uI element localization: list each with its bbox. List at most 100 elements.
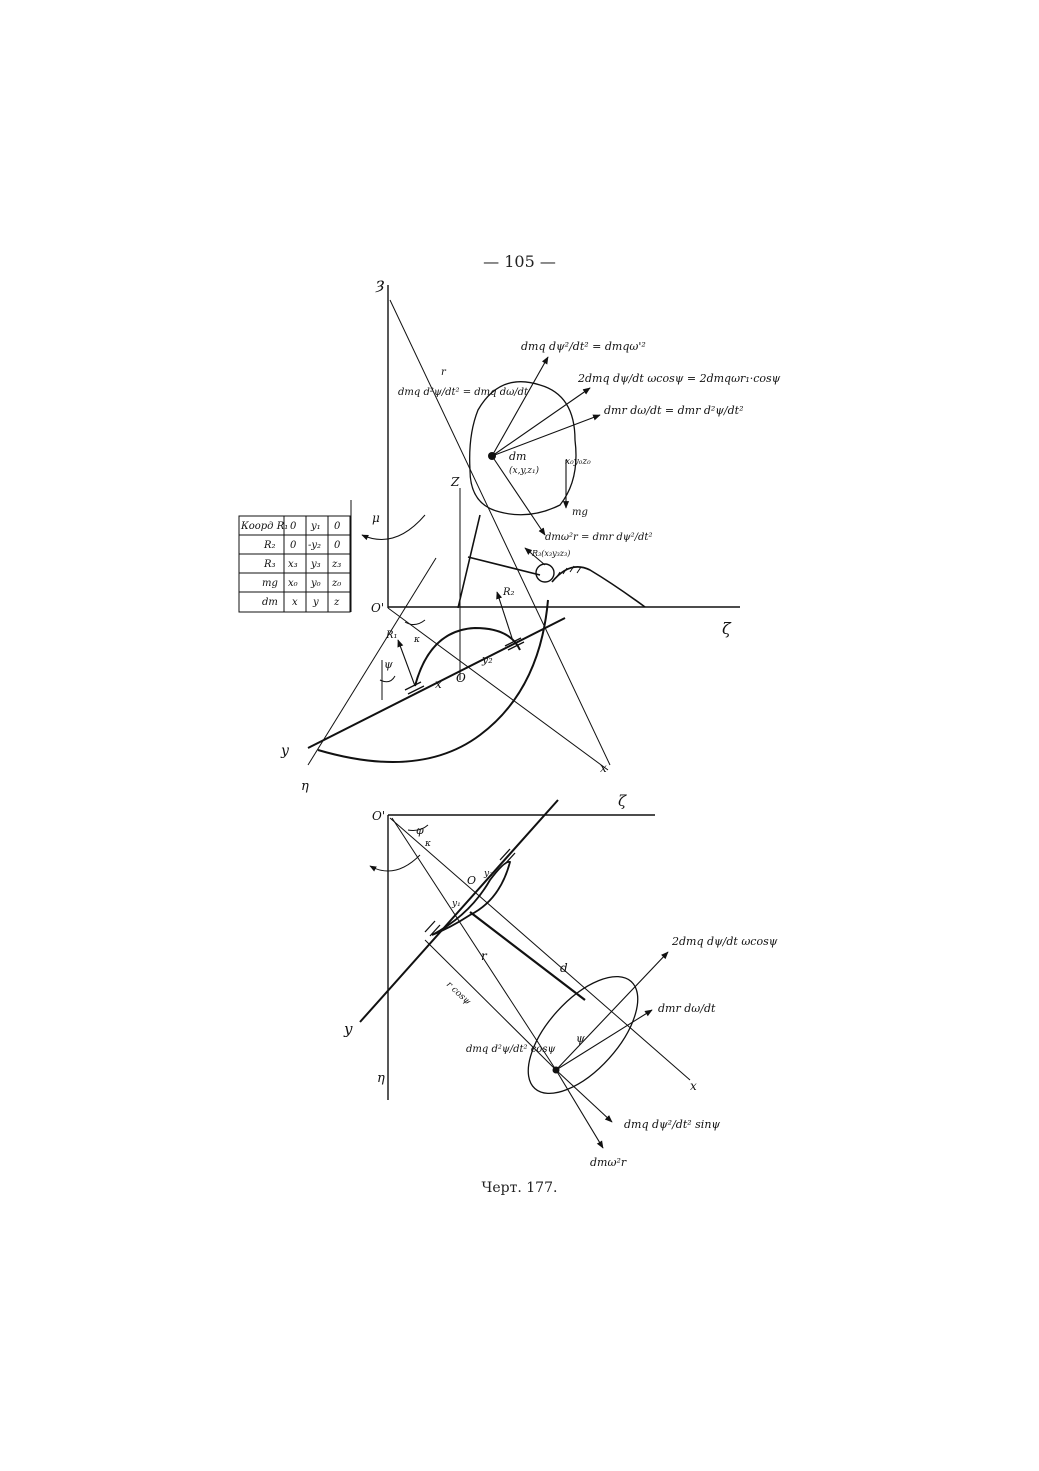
lower-label-axis-y: y	[343, 1020, 353, 1038]
lower-label-force-radial: dmq dψ²/dt² sinψ	[624, 1118, 720, 1131]
label-mass-coords: (x,y,z₁)	[509, 465, 540, 476]
table-cell-3-0: mg	[262, 578, 278, 589]
table-cell-1-0: R₂	[263, 540, 276, 551]
label-r: r	[441, 367, 447, 378]
vector-centrifugal	[491, 455, 546, 536]
arm-link	[457, 514, 481, 609]
lower-vector-centrifugal	[555, 1069, 604, 1149]
lower-diagram: O' ζ y η x φ κ O y₂ y₁ r d ψ r cosψ 2dmq…	[343, 792, 778, 1169]
hill-surface	[551, 566, 646, 608]
lower-line-to-x	[389, 817, 691, 1081]
lower-label-axis-eta: η	[377, 1071, 385, 1086]
lower-vector-radial	[555, 1069, 613, 1123]
upper-diagram: ȝ ζ O' O y η x Z r μ ψ x y₂ R₁ R₂ κ dmq …	[280, 274, 781, 794]
lower-label-r: r	[481, 949, 488, 963]
lower-label-axis-zeta: ζ	[618, 792, 627, 810]
lower-arm-link	[469, 911, 586, 1001]
diagonal-line-x	[389, 299, 611, 766]
table-cell-0-3: 0	[334, 521, 341, 532]
lower-mass-ellipse	[527, 975, 639, 1095]
lower-label-origin-prime: O'	[372, 809, 385, 823]
lower-label-force-left: dmq d²ψ/dt² cosψ	[466, 1044, 555, 1055]
table-cell-0-1: 0	[290, 521, 297, 532]
lower-label-origin: O	[467, 874, 476, 887]
label-axis-Z: Z	[450, 475, 460, 489]
table-cell-1-2: -y₂	[308, 540, 321, 551]
lower-rcos-line	[424, 939, 557, 1071]
label-force-tangential-2: dmr dω/dt = dmr d²ψ/dt²	[604, 404, 744, 417]
lower-label-kappa: κ	[424, 839, 431, 849]
line-eta	[307, 557, 437, 766]
table-cell-3-3: z₀	[331, 578, 341, 589]
psi-arc	[379, 675, 396, 683]
label-R2: R₂	[502, 587, 515, 598]
label-kappa: κ	[413, 635, 420, 645]
inner-arc	[414, 626, 521, 687]
base-line-y	[307, 617, 566, 749]
lower-label-force-tangential: dmr dω/dt	[658, 1002, 716, 1015]
lower-base-line-y	[359, 799, 559, 1023]
label-axis-eta: η	[301, 779, 309, 794]
table-cell-4-0: dm	[262, 597, 278, 608]
vector-centripetal	[491, 356, 549, 457]
lower-label-force-coriolis: 2dmq dψ/dt ωcosψ	[671, 935, 778, 948]
mu-rotation-arc	[361, 514, 426, 541]
label-force-coriolis: 2dmq dψ/dt ωcosψ = 2dmqωr₁·cosψ	[577, 372, 781, 385]
hill-hatching	[555, 565, 582, 579]
label-axis-z: ȝ	[375, 274, 385, 293]
lower-label-psi: ψ	[576, 1032, 585, 1045]
table-cell-2-0: R₃	[263, 559, 276, 570]
label-x1: x	[435, 677, 442, 691]
support-mark-2	[504, 637, 525, 651]
label-force-centrifugal: dmω²r = dmr dψ²/dt²	[545, 532, 652, 543]
lower-vector-tangential	[555, 1009, 653, 1071]
label-mass: dm	[509, 450, 526, 463]
table-cell-0-0: Коорд R₁	[240, 521, 288, 532]
table-cell-4-1: x	[292, 597, 298, 608]
label-y2: y₂	[481, 653, 493, 666]
mass-blob	[469, 381, 577, 516]
coordinate-table: Коорд R₁ 0 y₁ 0 R₂ 0 -y₂ 0 R₃ x₃ y₃ z₃ m…	[238, 515, 351, 613]
vector-reaction-3	[524, 547, 546, 566]
lower-lens-body	[431, 860, 512, 936]
table-cell-3-1: x₀	[288, 578, 298, 589]
lower-label-y2: y₂	[483, 869, 493, 879]
lower-label-d: d	[560, 961, 568, 975]
vector-coriolis	[491, 387, 591, 457]
figure-caption: Черт. 177.	[481, 1180, 558, 1196]
table-cell-2-3: z₃	[331, 559, 341, 570]
lower-label-phi: φ	[416, 824, 424, 837]
label-mu: μ	[372, 511, 380, 525]
label-contact: R₃(x₃y₃z₃)	[531, 549, 570, 558]
vector-tangential	[491, 414, 601, 457]
vector-reaction-2	[496, 591, 513, 639]
rocker-curve	[317, 599, 549, 763]
label-gravity: mg	[572, 507, 588, 518]
contact-roller	[535, 563, 555, 583]
table-cell-2-2: y₃	[310, 559, 321, 570]
label-psi: ψ	[384, 658, 393, 671]
label-force-tangential-1: dmq d²ψ/dt² = dmq dω/dt	[398, 387, 529, 398]
table-cell-0-2: y₁	[310, 521, 321, 532]
label-force-centripetal: dmq dψ²/dt² = dmqω'²	[521, 340, 646, 353]
psi-arc-top	[404, 619, 426, 626]
label-coord-x0y0z0: x₀y₀z₀	[565, 457, 591, 467]
label-R1: R₁	[385, 630, 398, 641]
lower-rotation-arc	[369, 854, 421, 872]
lower-support-mark-2	[499, 848, 516, 865]
lower-phi-arc	[407, 824, 429, 831]
label-axis-zeta: ζ	[722, 619, 732, 638]
table-cell-4-3: z	[333, 597, 340, 608]
label-origin-prime: O'	[371, 601, 384, 615]
label-axis-y: y	[280, 743, 290, 759]
table-cell-1-3: 0	[334, 540, 341, 551]
support-mark-1	[404, 681, 425, 695]
table-cell-4-2: y	[312, 597, 319, 608]
lower-label-y1: y₁	[451, 899, 461, 909]
lower-support-mark-1	[424, 920, 441, 937]
table-cell-3-2: y₀	[310, 578, 321, 589]
page-number: — 105 —	[483, 252, 556, 271]
vector-reaction-1	[397, 639, 416, 687]
lower-label-axis-x: x	[690, 1079, 697, 1093]
